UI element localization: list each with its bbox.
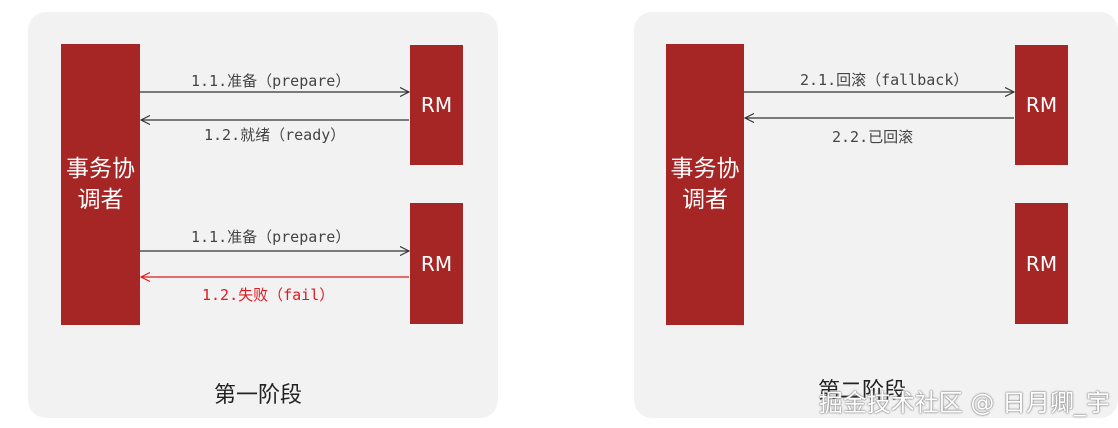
watermark-text: 掘金技术社区 @ 日月卿_宇 [818,389,1110,417]
msg-ready: 1.2.就绪（ready） [204,126,346,144]
phase2-coordinator: 事务协调者 [666,44,744,325]
phase2-title: 第二阶段 [818,379,907,404]
phase1-coordinator: 事务协调者 [61,44,140,325]
phase2-rm-bottom: RM [1015,203,1068,324]
phase1-rm-bottom: RM [410,203,463,324]
phase2-rm-top: RM [1015,45,1068,165]
phase1-title: 第一阶段 [214,383,303,408]
msg-fallback: 2.1.回滚（fallback） [800,71,969,89]
msg-prepare-2: 1.1.准备（prepare） [191,228,351,246]
phase1-rm-top: RM [410,45,463,165]
msg-rolled-back: 2.2.已回滚 [832,128,914,146]
msg-prepare-1: 1.1.准备（prepare） [191,72,351,90]
msg-fail: 1.2.失败（fail） [202,286,335,304]
